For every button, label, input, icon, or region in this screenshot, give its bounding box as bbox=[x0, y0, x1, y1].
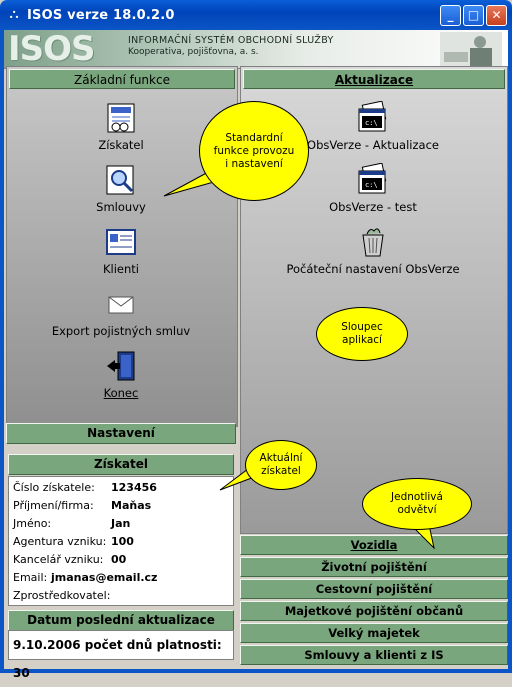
info-agentura: Agentura vzniku:100 bbox=[13, 535, 134, 548]
window-client-area: ISOS INFORMAČNÍ SYSTÉM OBCHODNÍ SLUŽBY K… bbox=[4, 30, 508, 680]
window-frame: ISOS INFORMAČNÍ SYSTÉM OBCHODNÍ SLUŽBY K… bbox=[0, 30, 512, 680]
card-icon bbox=[106, 229, 136, 255]
info-zprostredkovatel: Zprostředkovatel: bbox=[13, 589, 111, 602]
ziskatel-info: Číslo získatele:123456 Příjmení/firma:Ma… bbox=[8, 476, 234, 606]
recycle-bin-icon bbox=[362, 228, 384, 257]
banner-photo-icon bbox=[440, 32, 502, 66]
svg-text:c:\: c:\ bbox=[365, 119, 378, 127]
notebook-icon bbox=[107, 103, 135, 133]
export-launcher[interactable]: Export pojistných smluv bbox=[11, 287, 231, 338]
export-label: Export pojistných smluv bbox=[51, 324, 191, 338]
value-kancelar: 00 bbox=[111, 553, 127, 566]
info-cislo: Číslo získatele:123456 bbox=[13, 481, 157, 494]
cmd-window-icon: c:\ bbox=[358, 101, 387, 132]
obsverze-test-label: ObsVerze - test bbox=[329, 200, 417, 214]
obsverze-aktualizace-launcher[interactable]: c:\ ObsVerze - Aktualizace bbox=[263, 101, 483, 152]
basic-functions-header: Základní funkce bbox=[9, 69, 235, 89]
nastaveni-button[interactable]: Nastavení bbox=[6, 423, 236, 444]
klienti-launcher[interactable]: Klienti bbox=[11, 225, 231, 276]
header-banner: ISOS INFORMAČNÍ SYSTÉM OBCHODNÍ SLUŽBY K… bbox=[4, 30, 508, 69]
basic-functions-panel: Základní funkce Získatel S bbox=[6, 66, 238, 427]
minimize-button[interactable]: _ bbox=[440, 5, 461, 26]
close-button[interactable]: ✕ bbox=[486, 5, 507, 26]
ziskatel-label: Získatel bbox=[98, 138, 144, 152]
nav-vozidla[interactable]: Vozidla bbox=[240, 535, 508, 555]
nav-smlouvy-klienti[interactable]: Smlouvy a klienti z IS bbox=[240, 645, 508, 665]
aktualizace-header[interactable]: Aktualizace bbox=[243, 69, 505, 89]
info-kancelar: Kancelář vzniku:00 bbox=[13, 553, 127, 566]
ziskatel-header: Získatel bbox=[8, 454, 234, 475]
value-agentura: 100 bbox=[111, 535, 134, 548]
window-title: ISOS verze 18.0.2.0 bbox=[27, 8, 175, 23]
svg-text:c:\: c:\ bbox=[365, 181, 378, 189]
nav-zivotni-pojisteni[interactable]: Životní pojištění bbox=[240, 557, 508, 577]
smlouvy-launcher[interactable]: Smlouvy bbox=[11, 163, 231, 214]
ziskatel-launcher[interactable]: Získatel bbox=[11, 101, 231, 152]
banner-subtitle: Kooperativa, pojišťovna, a. s. bbox=[128, 47, 259, 57]
isos-logo: ISOS bbox=[8, 30, 96, 69]
callout-standardni-funkce: Standardní funkce provozu i nastavení bbox=[199, 101, 309, 201]
obsverze-aktualizace-label: ObsVerze - Aktualizace bbox=[307, 138, 439, 152]
konec-launcher[interactable]: Konec bbox=[11, 349, 231, 400]
nav-velky-majetek[interactable]: Velký majetek bbox=[240, 623, 508, 643]
maximize-button[interactable]: □ bbox=[463, 5, 484, 26]
pocatecni-nastaveni-label: Počáteční nastavení ObsVerze bbox=[286, 262, 460, 276]
nav-cestovni-pojisteni[interactable]: Cestovní pojištění bbox=[240, 579, 508, 599]
value-email: jmanas@email.cz bbox=[51, 571, 158, 584]
info-prijmeni: Příjmení/firma:Maňas bbox=[13, 499, 152, 512]
aktualizace-panel: Aktualizace c:\ ObsVerze - Aktualizace bbox=[240, 66, 508, 534]
smlouvy-label: Smlouvy bbox=[96, 200, 146, 214]
magnifier-document-icon bbox=[106, 165, 134, 195]
value-cislo: 123456 bbox=[111, 481, 157, 494]
konec-label: Konec bbox=[103, 386, 139, 400]
obsverze-test-launcher[interactable]: c:\ ObsVerze - test bbox=[263, 163, 483, 214]
value-prijmeni: Maňas bbox=[111, 499, 152, 512]
pocatecni-nastaveni-launcher[interactable]: Počáteční nastavení ObsVerze bbox=[263, 225, 483, 276]
callout-aktualni-ziskatel: Aktuální získatel bbox=[245, 440, 317, 490]
title-bar[interactable]: ⛬ ISOS verze 18.0.2.0 _ □ ✕ bbox=[0, 0, 512, 30]
nav-majetkove-pojisteni[interactable]: Majetkové pojištění občanů bbox=[240, 601, 508, 621]
banner-title: INFORMAČNÍ SYSTÉM OBCHODNÍ SLUŽBY bbox=[128, 35, 334, 46]
datum-aktualizace-value: 9.10.2006 počet dnů platnosti: 30 bbox=[8, 630, 234, 680]
info-jmeno: Jméno:Jan bbox=[13, 517, 131, 530]
callout-jednotliva-odvetvi: Jednotlivá odvětví bbox=[362, 478, 472, 530]
app-icon[interactable]: ⛬ bbox=[9, 7, 19, 22]
cmd-window-icon: c:\ bbox=[358, 163, 387, 194]
info-email: Email:jmanas@email.cz bbox=[13, 571, 158, 584]
callout-sloupec-aplikaci: Sloupec aplikací bbox=[316, 307, 408, 361]
value-jmeno: Jan bbox=[111, 517, 131, 530]
exit-door-icon bbox=[107, 351, 135, 381]
klienti-label: Klienti bbox=[103, 262, 139, 276]
envelope-icon bbox=[108, 296, 134, 314]
